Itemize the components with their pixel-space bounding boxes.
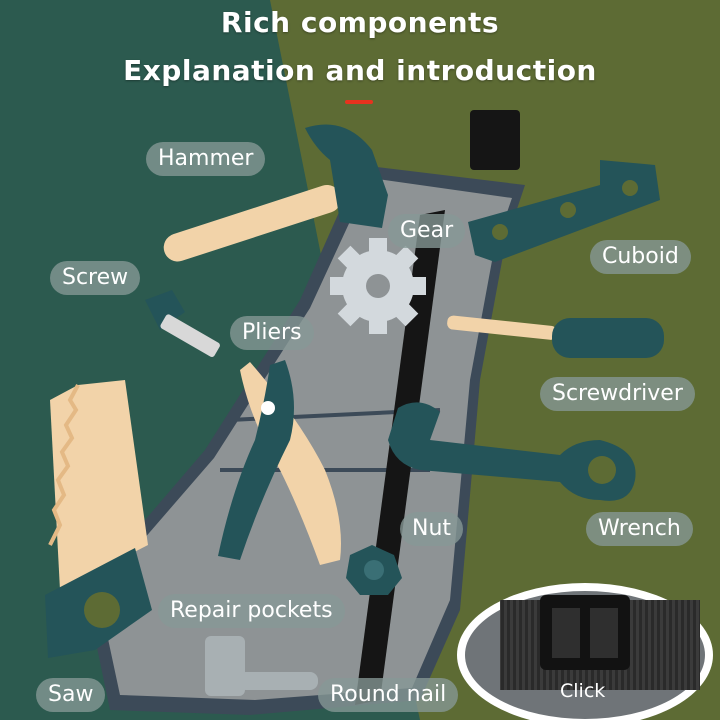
label-cuboid: Cuboid	[590, 240, 691, 274]
screwdriver-icon	[447, 315, 664, 358]
hammer-icon	[163, 124, 388, 262]
buckle-closeup	[457, 583, 713, 720]
accent-bar	[345, 100, 373, 104]
wrench-icon	[388, 402, 636, 501]
saw-icon	[45, 380, 152, 658]
label-wrench: Wrench	[586, 512, 693, 546]
strap-buckle	[470, 110, 520, 170]
label-click: Click	[560, 680, 606, 702]
headline-line2: Explanation and introduction	[123, 54, 597, 87]
label-repair-pockets: Repair pockets	[158, 594, 345, 628]
headline-line1: Rich components	[220, 6, 500, 39]
nut-icon	[346, 545, 402, 595]
cuboid-icon	[468, 160, 660, 262]
gear-icon	[330, 238, 426, 334]
label-gear: Gear	[388, 214, 466, 248]
round-nail-icon	[205, 636, 318, 696]
label-nut: Nut	[400, 512, 464, 546]
label-screw: Screw	[50, 261, 141, 295]
label-saw: Saw	[36, 678, 106, 712]
pliers-icon	[218, 360, 341, 565]
label-pliers: Pliers	[230, 316, 314, 350]
screw-icon	[145, 290, 220, 358]
label-hammer: Hammer	[146, 142, 266, 176]
label-screwdriver: Screwdriver	[540, 377, 695, 411]
label-round-nail: Round nail	[318, 678, 459, 712]
